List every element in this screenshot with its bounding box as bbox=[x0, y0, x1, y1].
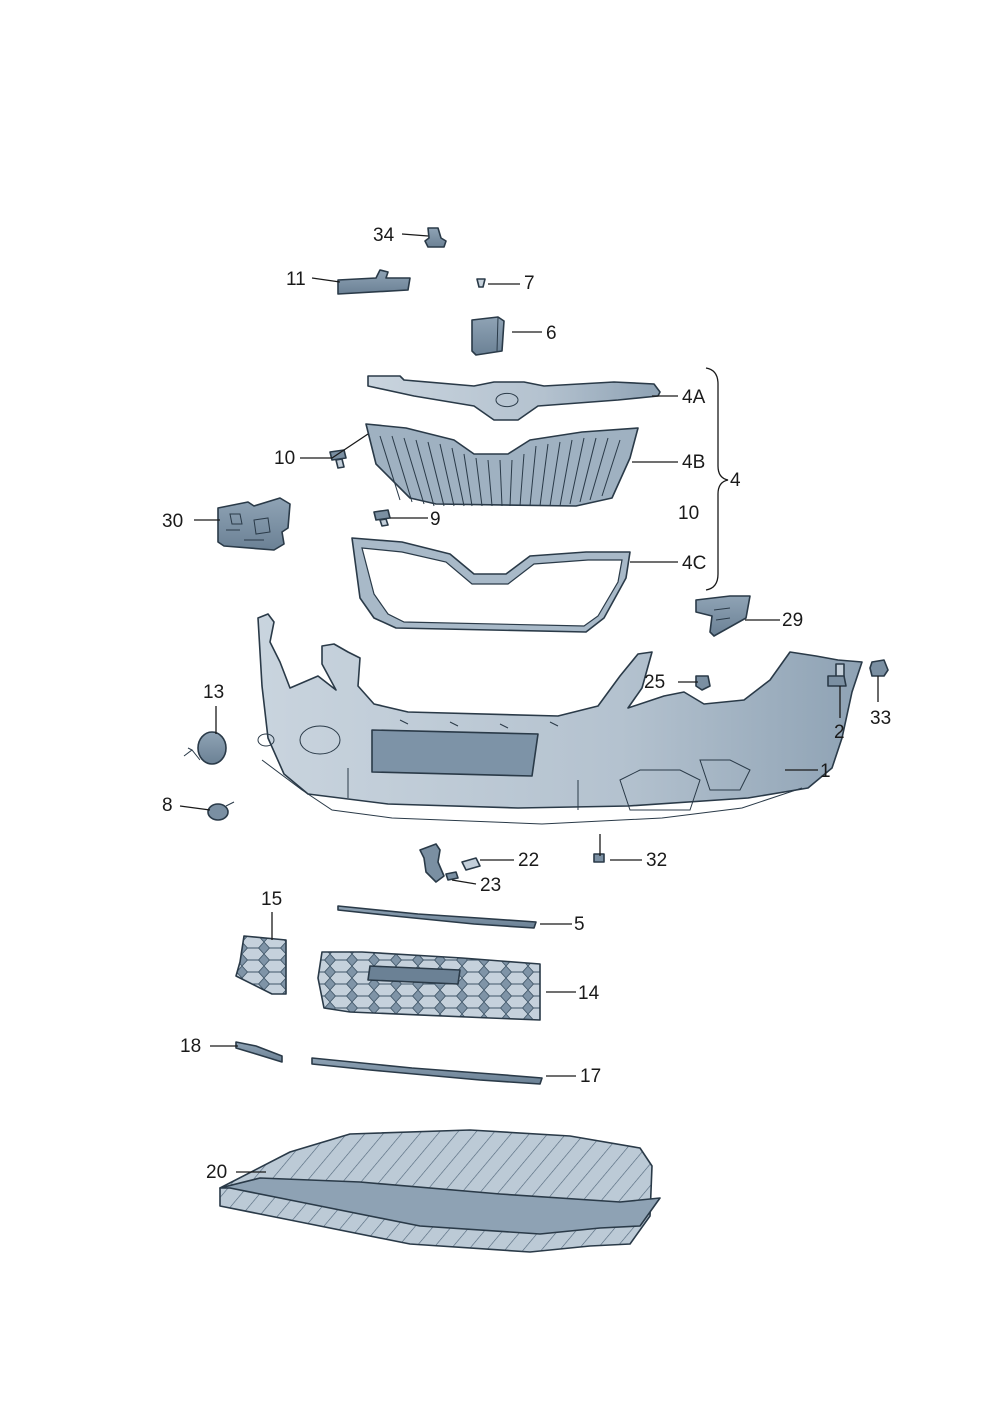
callout-13: 13 bbox=[203, 682, 224, 703]
part-32-screw bbox=[593, 853, 605, 863]
callout-1: 1 bbox=[820, 761, 831, 782]
callout-33: 33 bbox=[870, 708, 891, 729]
part-1-bumper-cover bbox=[257, 613, 863, 825]
callout-4: 4 bbox=[730, 470, 741, 491]
callout-11: 11 bbox=[286, 269, 306, 290]
part-11-trim-strip bbox=[337, 269, 411, 295]
part-5-trim-strip bbox=[337, 905, 537, 929]
callout-29: 29 bbox=[782, 610, 803, 631]
callout-22: 22 bbox=[518, 850, 539, 871]
part-6-bracket bbox=[471, 316, 505, 356]
part-9-screw bbox=[373, 509, 391, 527]
callout-10-left: 10 bbox=[274, 448, 295, 469]
part-20-underbody-shield bbox=[219, 1129, 661, 1253]
part-17-trim-strip bbox=[311, 1057, 543, 1085]
callout-25: 25 bbox=[644, 672, 665, 693]
callout-23: 23 bbox=[480, 875, 501, 896]
callout-34: 34 bbox=[373, 225, 395, 246]
part-4B-radiator-grille bbox=[365, 423, 639, 507]
part-18-trim bbox=[235, 1041, 283, 1063]
callout-10-right: 10 bbox=[678, 503, 699, 524]
part-2-screw bbox=[827, 663, 847, 687]
part-34-clip bbox=[424, 227, 447, 248]
part-22-23-holder bbox=[419, 843, 481, 883]
part-30-bracket bbox=[217, 497, 291, 551]
callout-14: 14 bbox=[578, 983, 600, 1004]
callout-labels: 34 11 7 6 4A 4B 4 10 10 9 30 4C 29 25 13… bbox=[162, 225, 891, 1183]
callout-2: 2 bbox=[834, 722, 845, 743]
callout-8-text: 8 bbox=[162, 795, 173, 816]
part-4A-grille-upper-frame bbox=[367, 375, 661, 421]
callout-6: 6 bbox=[546, 323, 557, 344]
part-8-screw bbox=[207, 801, 235, 821]
part-25-clip bbox=[695, 675, 711, 691]
callout-30: 30 bbox=[162, 511, 183, 532]
callout-4A: 4A bbox=[682, 387, 706, 408]
callout-9: 9 bbox=[430, 509, 441, 530]
part-13-tow-eye-cap bbox=[183, 731, 227, 765]
part-14-lower-grille bbox=[317, 951, 541, 1021]
leader-lines bbox=[179, 233, 879, 1173]
callout-4C: 4C bbox=[682, 553, 706, 574]
part-15-side-grille bbox=[235, 935, 287, 995]
callout-4B: 4B bbox=[682, 452, 705, 473]
callout-18-text: 18 bbox=[180, 1036, 201, 1057]
callout-7: 7 bbox=[524, 273, 535, 294]
callout-5-text: 5 bbox=[574, 914, 585, 935]
part-7-small-clip bbox=[476, 278, 486, 288]
callout-15: 15 bbox=[261, 889, 282, 910]
callout-20-text: 20 bbox=[206, 1162, 227, 1183]
callout-17-text: 17 bbox=[580, 1066, 601, 1087]
part-33-clip bbox=[869, 659, 889, 677]
part-10-screw bbox=[329, 449, 347, 469]
part-4C-grille-seal-frame bbox=[351, 537, 631, 633]
part-29-bracket bbox=[695, 595, 751, 637]
callout-32: 32 bbox=[646, 850, 667, 871]
